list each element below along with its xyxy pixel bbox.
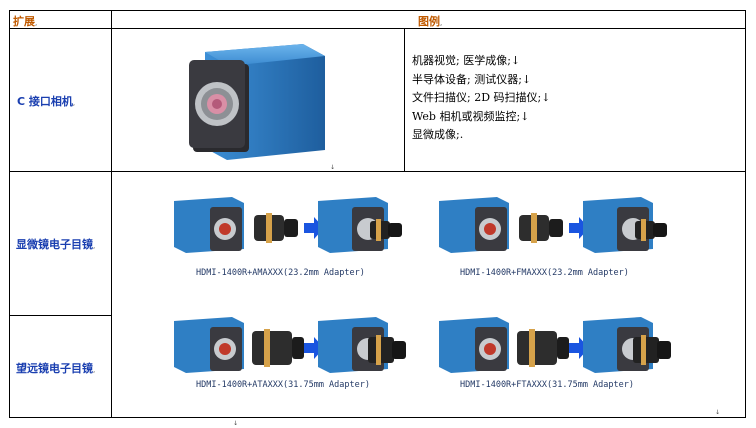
application-item: 文件扫描仪; 2D 码扫描仪;↓ (412, 91, 551, 104)
marker: ↓ (715, 409, 721, 416)
row-label-telescope-eyepiece: 望远镜电子目镜, (16, 362, 96, 375)
table-border-bottom (9, 417, 746, 418)
header-expansion: 扩展, (13, 15, 38, 28)
row1-divider (9, 171, 746, 172)
application-item: 显微成像;. (412, 128, 464, 141)
row-label-c-mount-camera: C 接口相机, (17, 95, 76, 108)
marker: ↓ (330, 164, 336, 171)
telescope-eyepiece-kit-ft (439, 317, 671, 373)
table-border-left (9, 10, 10, 418)
microscope-eyepiece-kit-am (174, 197, 402, 253)
column-divider (111, 10, 112, 418)
application-item: Web 相机或视频监控;↓ (412, 109, 530, 123)
telescope-eyepiece-kit-at (174, 317, 406, 373)
header-illustration: 图例, (418, 15, 443, 28)
c-mount-camera-image (189, 44, 325, 160)
uses-divider (404, 28, 405, 172)
table-border-right (745, 10, 746, 418)
application-item: 半导体设备; 测试仪器;↓ (412, 72, 532, 86)
application-item: 机器视觉; 医学成像;↓ (412, 54, 521, 67)
kit-caption: HDMI-1400R+FMAXXX(23.2mm Adapter) (460, 268, 629, 278)
kit-caption: HDMI-1400R+FTAXXX(31.75mm Adapter) (460, 380, 634, 390)
row-label-microscope-eyepiece: 显微镜电子目镜, (16, 238, 96, 251)
kit-caption: HDMI-1400R+ATAXXX(31.75mm Adapter) (196, 380, 370, 390)
kit-caption: HDMI-1400R+AMAXXX(23.2mm Adapter) (196, 268, 365, 278)
microscope-eyepiece-kit-fm (439, 197, 667, 253)
row2-divider (9, 315, 112, 316)
table-border-top (9, 10, 746, 11)
header-divider (9, 28, 746, 29)
marker: ↓ (233, 420, 239, 427)
applications-list: 机器视觉; 医学成像;↓ 半导体设备; 测试仪器;↓ 文件扫描仪; 2D 码扫描… (412, 52, 550, 145)
